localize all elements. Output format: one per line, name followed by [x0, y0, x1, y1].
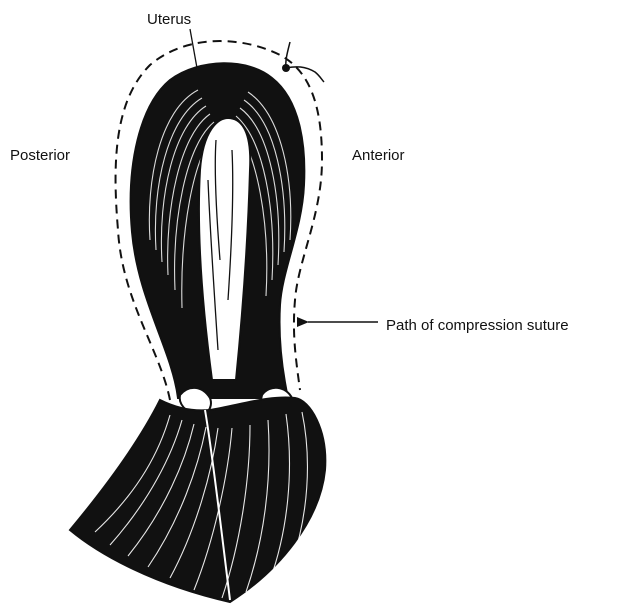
- anterior-label: Anterior: [352, 147, 405, 164]
- uterus-leader-line: [190, 29, 197, 68]
- vagina: [70, 397, 325, 602]
- suture-path-label: Path of compression suture: [386, 317, 569, 334]
- uterus-label: Uterus: [147, 11, 191, 28]
- uterus-body: [131, 63, 305, 398]
- suture-knot: [282, 42, 324, 82]
- posterior-label: Posterior: [10, 147, 70, 164]
